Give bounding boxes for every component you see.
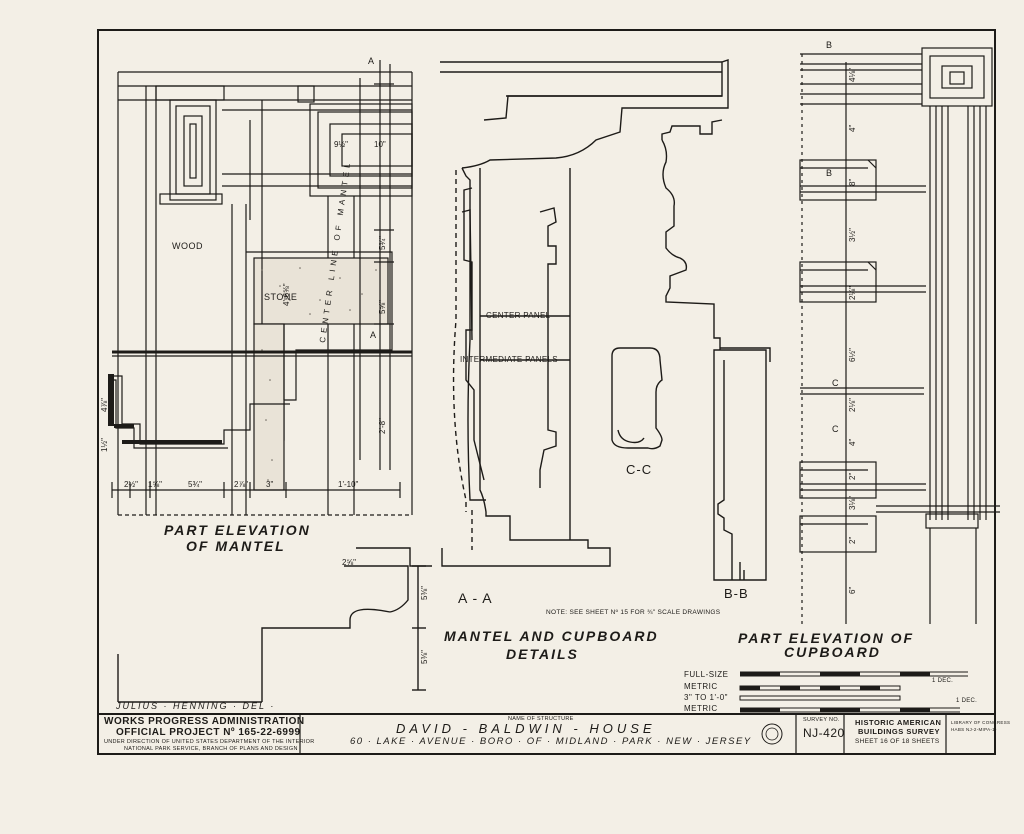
- dim-mantel-left-2: 1½": [100, 438, 109, 452]
- dim-mantel-bottom-2: 1⅝": [148, 480, 162, 489]
- agency-line1: WORKS PROGRESS ADMINISTRATION: [104, 716, 305, 727]
- agency-line3: UNDER DIRECTION OF UNITED STATES DEPARTM…: [104, 739, 315, 745]
- dim-step-1: 2⅝": [342, 558, 356, 567]
- scale-three-to-one: 3" TO 1'-0": [684, 693, 728, 702]
- section-hatch: [108, 374, 222, 444]
- loc-line1: LIBRARY OF CONGRESS: [951, 720, 1011, 725]
- scale-metric: METRIC: [684, 682, 718, 691]
- cut-a-mid: A: [370, 330, 377, 340]
- dim-mantel-bottom-4: 2⅞": [234, 480, 248, 489]
- dim-cupboard-4: 3½": [848, 228, 857, 242]
- note-label: NOTE: SEE SHEET Nº 15 FOR ¾" SCALE DRAWI…: [546, 609, 721, 616]
- scale-bar-fill: [740, 672, 930, 712]
- scale-full-size: FULL-SIZE: [684, 670, 729, 679]
- dim-mantel-bottom-1: 2½": [124, 480, 138, 489]
- dim-panel-1: 9½": [334, 140, 348, 149]
- dim-mantel-bottom-5: 3": [266, 480, 274, 489]
- section-aa-label: A - A: [458, 590, 493, 606]
- mantel-title-line2: OF MANTEL: [186, 538, 286, 554]
- center-panel-label: CENTER PANEL: [486, 311, 551, 320]
- cut-b-mid: B: [826, 168, 833, 178]
- stone-label: STONE: [264, 292, 298, 302]
- dim-cupboard-6: 6½": [848, 348, 857, 362]
- dim-cupboard-9: 2": [848, 472, 857, 480]
- dim-mantel-vert-3: 5⅝": [378, 300, 387, 314]
- structure-address: 60 · LAKE · AVENUE · BORO · OF · MIDLAND…: [350, 736, 752, 747]
- dim-cupboard-2: 4": [848, 124, 857, 132]
- loc-line2: HABS NJ-2-MIPA-1-: [951, 727, 997, 732]
- structure-name: DAVID - BALDWIN - HOUSE: [396, 721, 656, 736]
- cut-c-mid: C: [832, 424, 839, 434]
- section-cc: [611, 347, 663, 450]
- dim-cupboard-11: 2": [848, 536, 857, 544]
- outer-border: [97, 29, 996, 755]
- habs-line1: HISTORIC AMERICAN: [855, 718, 942, 727]
- cut-c-top: C: [832, 378, 839, 388]
- section-bb: [661, 119, 771, 581]
- cupboard-elevation: [799, 47, 1000, 624]
- scale-metric-2: METRIC: [684, 704, 718, 713]
- dim-cupboard-7: 2⅛": [848, 398, 857, 412]
- dim-mantel-vert-1: 5¾": [378, 236, 387, 250]
- survey-number: NJ-420: [803, 726, 845, 740]
- section-cc-label: C-C: [626, 462, 653, 477]
- details-title-line1: MANTEL AND CUPBOARD: [444, 628, 659, 644]
- wood-label: WOOD: [172, 241, 203, 251]
- dim-cupboard-12: 6": [848, 586, 857, 594]
- seal-icon: [761, 723, 783, 745]
- cut-b-top: B: [826, 40, 833, 50]
- cupboard-title-line1: PART ELEVATION OF: [738, 630, 915, 646]
- dim-mantel-left-1: 4⅞": [100, 398, 109, 412]
- details-title-line2: DETAILS: [506, 646, 579, 662]
- scale-dec-1: 1 DEC.: [932, 678, 954, 684]
- dim-step-3: 5⅜": [420, 650, 429, 664]
- dim-mantel-vert-4: 2'-8": [378, 418, 387, 434]
- cupboard-title-line2: CUPBOARD: [784, 644, 881, 660]
- dim-cupboard-8: 4": [848, 438, 857, 446]
- dim-panel-2: 10": [374, 140, 386, 149]
- stone-hatch: [261, 267, 377, 481]
- mantel-title-line1: PART ELEVATION: [164, 522, 311, 538]
- dim-cupboard-3: 8": [848, 178, 857, 186]
- agency-line4: NATIONAL PARK SERVICE, BRANCH OF PLANS A…: [124, 746, 298, 752]
- delineator: JULIUS · HENNING · DEL ·: [116, 701, 276, 711]
- dim-step-2: 5⅜": [420, 586, 429, 600]
- section-bb-label: B-B: [724, 586, 749, 601]
- dim-cupboard-10: 3⅛": [848, 496, 857, 510]
- dim-mantel-vert-2: 4'-6⅝": [282, 283, 291, 306]
- survey-caption: SURVEY NO.: [803, 717, 840, 723]
- intermediate-panels-label: INTERMEDIATE PANELS: [460, 355, 558, 364]
- dim-mantel-bottom-3: 5¾": [188, 480, 202, 489]
- mantel-elevation: [111, 60, 413, 516]
- habs-line2: BUILDINGS SURVEY: [858, 727, 941, 736]
- section-aa: [117, 59, 729, 703]
- dim-mantel-bottom-6: 1'-10": [338, 480, 359, 489]
- scale-dec-2: 1 DEC.: [956, 698, 978, 704]
- cut-a-top: A: [368, 56, 375, 66]
- sheet-number: SHEET 16 OF 18 SHEETS: [855, 738, 940, 745]
- agency-line2: OFFICIAL PROJECT Nº 165-22-6999: [116, 727, 301, 738]
- dim-cupboard-1: 4⅛": [848, 68, 857, 82]
- structure-caption: NAME OF STRUCTURE: [508, 716, 574, 722]
- dim-cupboard-5: 2⅛": [848, 286, 857, 300]
